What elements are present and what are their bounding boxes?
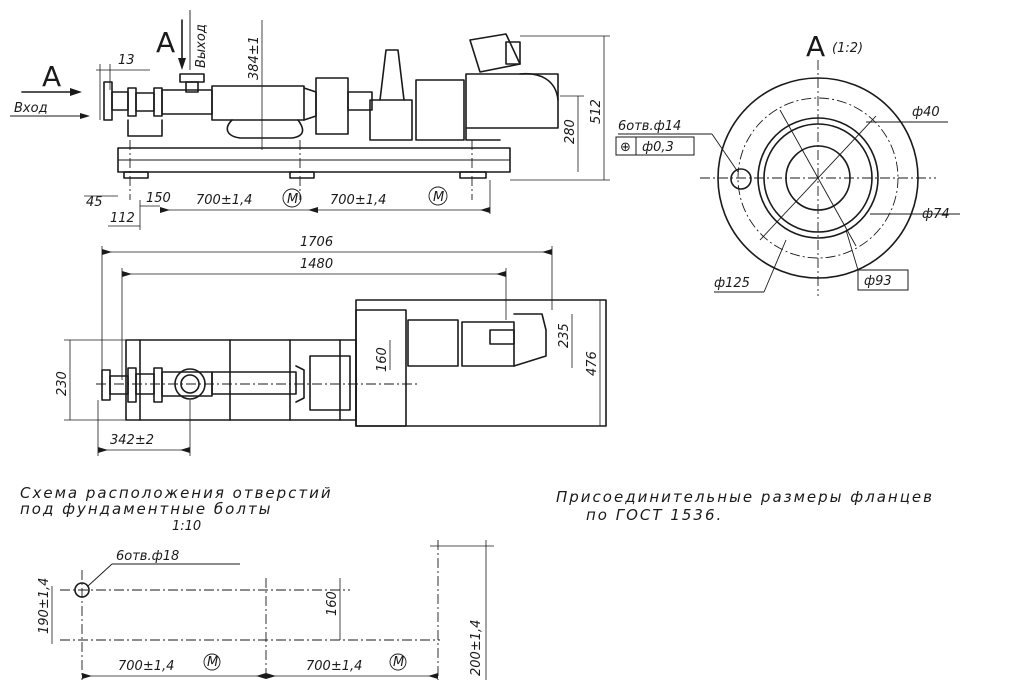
dim-700-scheme-b: 700±1,4	[306, 659, 362, 674]
scheme-title-1: Схема расположения отверстий	[20, 484, 333, 502]
dim-190: 190±1,4	[37, 578, 52, 634]
dim-700-a: 700±1,4	[196, 193, 252, 208]
view-a-top-label: А	[156, 26, 175, 59]
dim-280: 280	[563, 119, 578, 144]
note-line-1: Присоединительные размеры фланцев	[556, 488, 934, 506]
dia-93: ф93	[864, 274, 892, 289]
dim-700-scheme-a: 700±1,4	[118, 659, 174, 674]
note-line-2: по ГОСТ 1536.	[586, 506, 723, 524]
view-a-left-label: А	[42, 60, 61, 93]
section-a-scale: (1:2)	[832, 41, 863, 56]
bolt-holes-label: 6отв.ф18	[116, 549, 179, 564]
plan-view: 1706 1480 1	[55, 235, 607, 456]
dim-700-b: 700±1,4	[330, 193, 386, 208]
dim-384: 384±1	[247, 36, 262, 80]
flange-section-a: А (1:2) 6отв.ф14 ⊕ ф0,3 ф40 ф74 ф93 ф125	[615, 30, 960, 296]
dim-160-scheme: 160	[325, 591, 340, 616]
dim-476: 476	[585, 351, 600, 376]
mark-m-b: М	[433, 190, 444, 205]
side-view: А Вход А Выход 13 384±1	[10, 10, 610, 230]
mark-m-scheme-b: М	[393, 655, 404, 670]
gost-note: Присоединительные размеры фланцев по ГОС…	[556, 488, 934, 524]
dim-112: 112	[110, 211, 135, 226]
bolt-hole-scheme: Схема расположения отверстий под фундаме…	[20, 484, 494, 680]
dim-45: 45	[86, 195, 103, 210]
inlet-label: Вход	[14, 101, 48, 116]
dim-342: 342±2	[110, 433, 154, 448]
mark-m-a: М	[287, 192, 298, 207]
dim-230: 230	[55, 371, 70, 396]
dim-160-plan: 160	[375, 347, 390, 372]
section-a-label: А	[806, 30, 825, 63]
scheme-title-2: под фундаментные болты	[20, 500, 273, 518]
tolerance-symbol: ⊕	[620, 140, 631, 155]
dim-150: 150	[146, 191, 171, 206]
dim-235: 235	[557, 323, 572, 348]
dia-74: ф74	[922, 207, 950, 222]
outlet-label: Выход	[194, 24, 209, 68]
tolerance-value: ф0,3	[642, 140, 674, 155]
dia-40: ф40	[912, 105, 940, 120]
dim-1706: 1706	[300, 235, 333, 250]
dia-125: ф125	[714, 276, 750, 291]
mark-m-scheme-a: М	[207, 655, 218, 670]
scheme-scale: 1:10	[172, 519, 201, 534]
dim-200: 200±1,4	[469, 620, 484, 676]
dim-13: 13	[118, 53, 135, 68]
flange-holes-label: 6отв.ф14	[618, 119, 681, 134]
dim-512: 512	[589, 99, 604, 124]
dim-1480: 1480	[300, 257, 333, 272]
